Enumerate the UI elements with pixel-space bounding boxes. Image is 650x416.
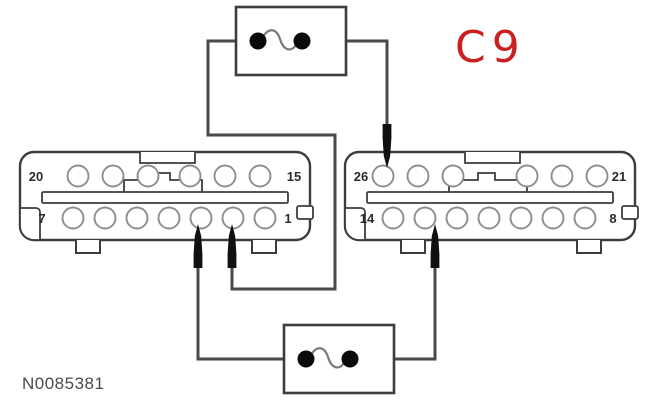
wire-bottom-jumper-right	[392, 252, 437, 361]
wire-top-jumper-left	[206, 39, 337, 291]
left-connector[interactable]	[18, 150, 315, 255]
left-connector-label-1: 1	[284, 211, 291, 226]
left-connector-label-7: 7	[38, 211, 45, 226]
left-connector-label-15: 15	[287, 169, 301, 184]
bottom-jumper[interactable]	[282, 323, 396, 395]
right-connector[interactable]	[343, 150, 640, 255]
annotation-c9: C9	[455, 22, 526, 73]
figure-caption-id: N0085381	[22, 374, 105, 393]
right-connector-label-26: 26	[354, 169, 368, 184]
right-connector-label-8: 8	[609, 211, 616, 226]
left-connector-label-20: 20	[29, 169, 43, 184]
wire-bottom-jumper-left	[196, 252, 288, 361]
right-connector-label-14: 14	[360, 211, 375, 226]
top-jumper[interactable]	[234, 5, 348, 77]
right-connector-label-21: 21	[612, 169, 626, 184]
wire-top-jumper-right	[329, 39, 389, 125]
